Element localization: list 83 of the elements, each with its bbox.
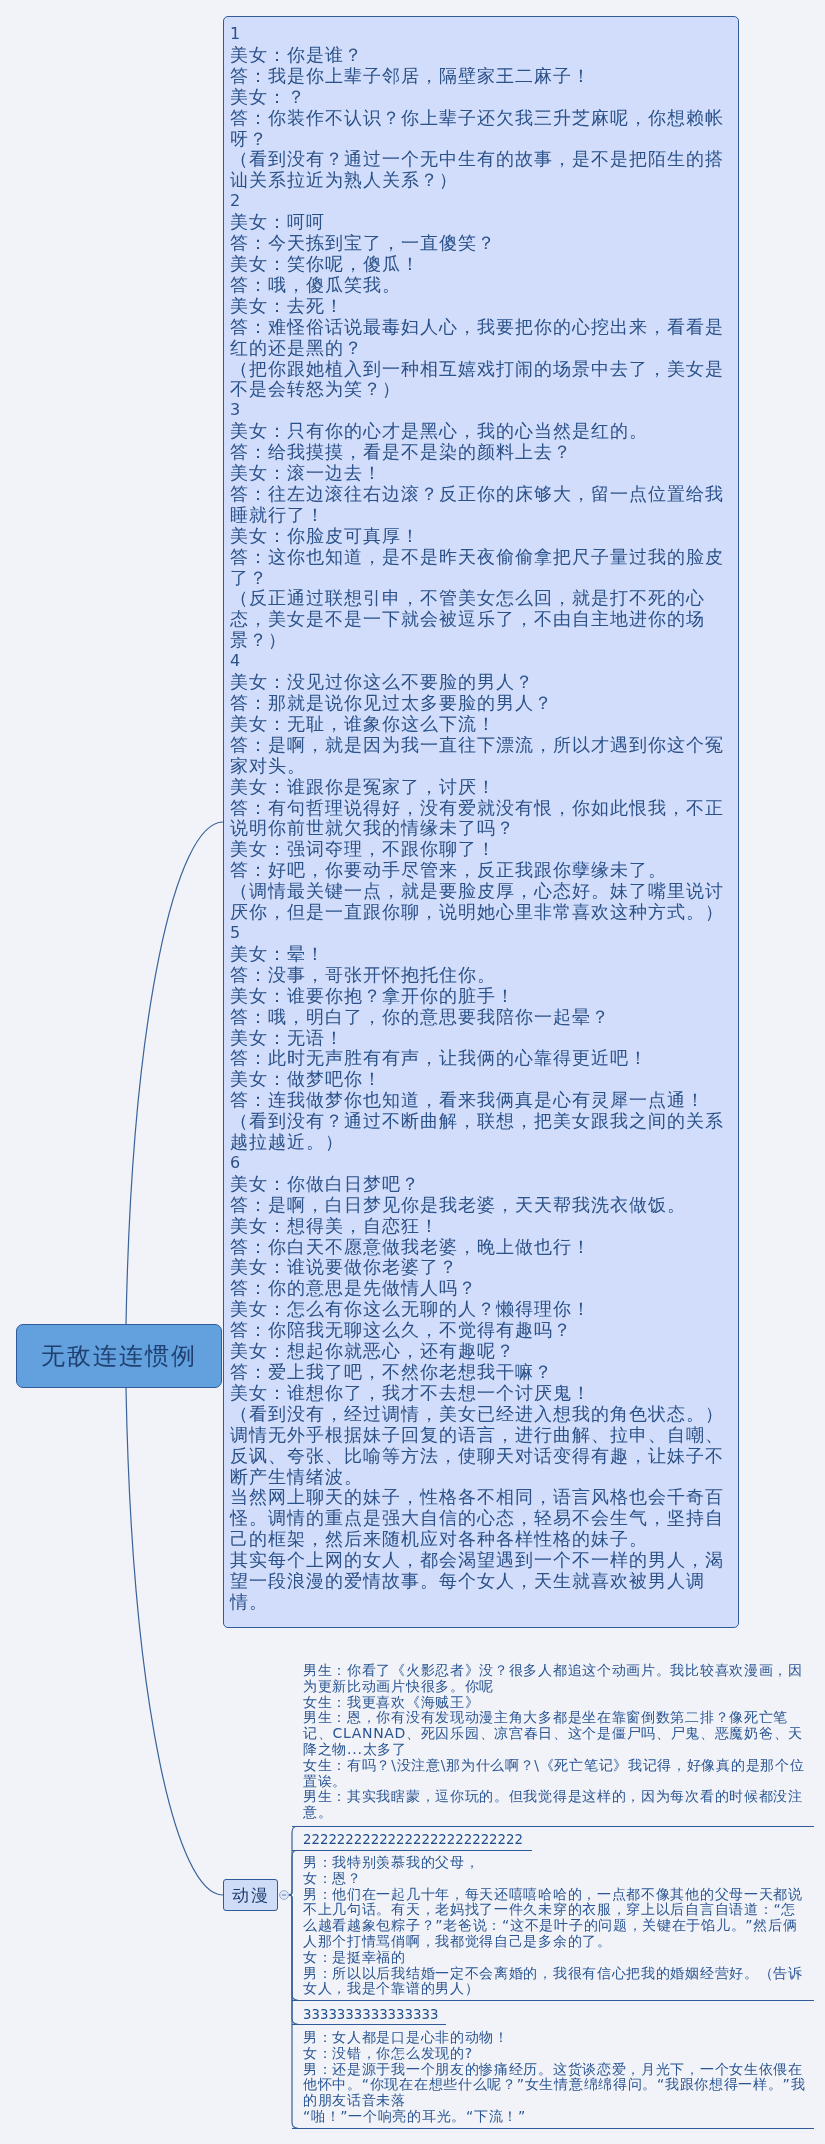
topic-box: 动漫 [223,1879,278,1911]
paragraph: 答：爱上我了吧，不然你老想我干嘛？ [230,1362,554,1383]
section-number: 2 [230,191,242,213]
paragraph: 答：连我做梦你也知道，看来我俩真是心有灵犀一点通！ [230,1090,706,1112]
paragraph: 美女：去死！ [230,295,345,317]
section-number: 4 [230,651,242,673]
paragraph: 答：哦，傻瓜笑我。 [230,274,402,296]
paragraph: 答：你装作不认识？你上辈子还欠我三升芝麻呢，你想赖帐呀？ [230,107,725,150]
paragraph: 答：此时无声胜有有声，让我俩的心靠得更近吧！ [230,1048,649,1070]
dialogue-line: 男：还是源于我一个朋友的惨痛经历。这货谈恋爱，月光下，一个女生依偎在他怀中。“你现在在想些什么呢？”女生情意绵绵得问。“我跟你想得一样。”我的朋友话音未落 [303,2061,806,2109]
paragraph: （看到没有，经过调情，美女已经进入想我的角色状态。） [230,1403,725,1425]
paragraph: 答：你陪我无聊这么久，不觉得有趣吗？ [230,1320,573,1342]
paragraph: 美女：无语！ [230,1027,345,1049]
note-box [223,16,739,1628]
connector-line [125,1387,224,1896]
underlined-text-block [292,1663,814,1827]
paragraph: 美女：谁说要做你老婆了？ [230,1257,459,1279]
paragraph: 答：是啊，白日梦见你是我老婆，天天帮我洗衣做饭。 [230,1194,687,1216]
paragraph: 美女：无耻，谁象你这么下流！ [230,713,497,735]
underlined-text-block [292,1855,814,2001]
connector-line [125,821,224,1325]
paragraph: 美女：强词夺理，不跟你聊了！ [230,839,497,861]
paragraph: 其实每个上网的女人，都会渴望遇到一个不一样的男人，渴望一段浪漫的爱情故事。每个女人，天生就喜欢被男人调情。 [230,1550,725,1613]
dialogue-line: 男：女人都是口是心非的动物！ [303,2030,510,2046]
paragraph: 美女：没见过你这么不要脸的男人？ [230,672,535,693]
section-number: 5 [230,922,242,944]
paragraph: 美女：笑你呢，傻瓜！ [230,253,421,275]
paragraph: 美女：？ [230,86,307,108]
underlined-text-block [292,2030,814,2129]
paragraph: 美女：做梦吧你！ [230,1069,383,1091]
dialogue-line: 男生：你看了《火影忍者》没？很多人都追这个动画片。我比较喜欢漫画，因为更新比动画片快很多。你呢 [303,1663,804,1695]
paragraph: 答：有句哲理说得好，没有爱就没有恨，你如此恨我，不正说明你前世就欠我的情缘未了吗？ [230,797,725,840]
paragraph: 美女：滚一边去！ [230,463,383,484]
paragraph: 答：难怪俗话说最毒妇人心，我要把你的心挖出来，看看是红的还是黑的？ [230,316,725,359]
dialogue-line: 女：没错，你怎么发现的? [303,2045,474,2062]
paragraph: 美女：你是谁？ [230,44,364,66]
paragraph: 答：你的意思是先做情人吗？ [230,1278,478,1300]
paragraph: 答：这你也知道，是不是昨天夜偷偷拿把尺子量过我的脸皮了？ [230,546,725,589]
paragraph: 美女：你脸皮可真厚！ [230,525,421,547]
paragraph: （反正通过联想引申，不管美女怎么回，就是打不死的心态，美女是不是一下就会被逗乐了，不由自主地进你的场景？） [230,588,706,652]
paragraph: 答：是啊，就是因为我一直往下漂流，所以才遇到你这个冤家对头。 [230,734,725,777]
paragraph: 美女：晕！ [230,943,326,965]
paragraph: 答：哦，明白了，你的意思要我陪你一起晕？ [230,1006,611,1028]
paragraph: 答：好吧，你要动手尽管来，反正我跟你孽缘未了。 [230,860,668,882]
dialogue-line: “啪！”一个响亮的耳光。“下流！” [303,2109,527,2125]
paragraph: （看到没有？通过一个无中生有的故事，是不是把陌生的搭讪关系拉近为熟人关系？） [230,149,725,192]
dialogue-line: 男生：其实我瞎蒙，逗你玩的。但我觉得是这样的，因为每次看的时候都没注意。 [303,1789,804,1821]
dialogue-line: 女生：有吗？\没注意\那为什么啊？\《死亡笔记》我记得，好像真的是那个位置诶。 [303,1757,806,1789]
paragraph: 美女：只有你的心才是黑心，我的心当然是红的。 [230,421,649,443]
section-number: 6 [230,1152,242,1174]
dialogue-line: 男生：恩，你有没有发现动漫主角大多都是坐在靠窗倒数第二排？像死亡笔记、CLANNAD、死囚乐园、凉宫春日、这个是僵尸吗、尸鬼、恶魔奶爸、天降之物...太多了 [303,1710,804,1758]
paragraph: 当然网上聊天的妹子，性格各不相同，语言风格也会千奇百怪。调情的重点是强大自信的心态，轻易不会生气，坚持自己的框架，然后来随机应对各种各样性格的妹子。 [230,1487,725,1551]
paragraph: 答：那就是说你见过太多要脸的男人？ [230,693,554,714]
dialogue-line: 女生：我更喜欢《海贼王》 [303,1694,481,1710]
paragraph: 美女：呵呵 [230,212,326,234]
paragraph: 美女：谁想你了，我才不去想一个讨厌鬼！ [230,1382,592,1404]
dialogue-line: 男：他们在一起几十年，每天还嘻嘻哈哈的，一点都不像其他的父母一天都说不上几句话。有天，老妈找了一件久未穿的衣服，穿上以后自言自语道：“怎么越看越象包粽子？”老爸说：“这不是叶子的问题，关键在于馅儿。”然后俩人那个打情骂俏啊，我都觉得自己是多余的了。 [303,1886,804,1950]
paragraph: 调情无外乎根据妹子回复的语言，进行曲解、拉申、自嘲、反讽、夸张、比喻等方法，使聊天对话变得有趣，让妹子不断产生情绪波。 [230,1424,725,1488]
paragraph: 答：我是你上辈子邻居，隔壁家王二麻子！ [230,65,592,87]
paragraph: （把你跟她植入到一种相互嬉戏打闹的场景中去了，美女是不是会转怒为笑？） [230,358,725,401]
paragraph: 美女：怎么有你这么无聊的人？懒得理你！ [230,1299,592,1321]
paragraph: 美女：你做白日梦吧？ [230,1173,421,1195]
dialogue-line: 女：是挺幸福的 [303,1949,407,1966]
section-number: 3 [230,400,242,422]
dialogue-line: 女：恩？ [303,1870,363,1887]
paragraph: （看到没有？通过不断曲解，联想，把美女跟我之间的关系越拉越近。） [230,1111,725,1153]
underlined-heading: 3333333333333333 [292,2005,446,2025]
dialogue-line: 男：所以以后我结婚一定不会离婚的，我很有信心把我的婚姻经营好。（告诉女人，我是个靠谱的男人） [303,1965,804,1998]
paragraph: 答：今天拣到宝了，一直傻笑？ [230,233,497,254]
central-topic-box: 无敌连连惯例 [16,1324,222,1388]
paragraph: 答：你白天不愿意做我老婆，晚上做也行！ [230,1236,592,1258]
connector-line [288,1894,299,2129]
paragraph: 美女：想起你就恶心，还有趣呢？ [230,1341,516,1362]
paragraph: （调情最关键一点，就是要脸皮厚，心态好。妹了嘴里说讨厌你，但是一直跟你聊，说明她心里非常喜欢这种方式。） [230,881,725,923]
dialogue-line: 男：我特别羡慕我的父母， [303,1855,481,1871]
paragraph: 答：给我摸摸，看是不是染的颜料上去？ [230,442,573,464]
paragraph: 美女：想得美，自恋狂！ [230,1215,440,1237]
paragraph: 美女：谁要你抱？拿开你的脏手！ [230,985,516,1007]
section-number: 1 [230,24,242,45]
underlined-heading: 22222222222222222222222222 [292,1830,532,1851]
paragraph: 美女：谁跟你是冤家了，讨厌！ [230,776,497,798]
paragraph: 答：没事，哥张开怀抱托住你。 [230,964,497,986]
paragraph: 答：往左边滚往右边滚？反正你的床够大，留一点位置给我睡就行了！ [230,483,725,526]
